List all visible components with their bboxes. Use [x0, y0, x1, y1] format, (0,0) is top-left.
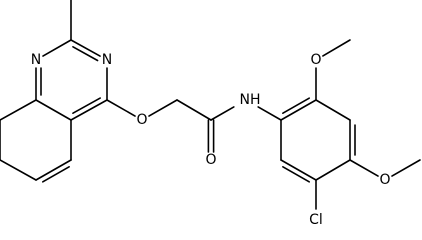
bond-c8-c8a [0, 99, 37, 121]
bond-o4-me4 [391, 159, 421, 177]
atom-label-n1: N [31, 52, 41, 68]
bond-c4a-c8a [35, 99, 72, 121]
bond-c2-n3-inner [72, 45, 99, 62]
bonds-layer [0, 0, 421, 210]
bond-c4-c4a-inner [72, 97, 101, 114]
atom-label-cl: Cl [309, 212, 323, 228]
bond-nh-a1 [257, 106, 282, 121]
atom-label-n3: N [102, 52, 112, 68]
bond-a1-a2 [280, 99, 317, 121]
bond-c6-c7 [0, 159, 37, 181]
atom-labels-layer: N N O O NH O O Cl [31, 52, 391, 228]
bond-cco-nh [210, 106, 235, 121]
bond-a4-o4 [349, 159, 379, 177]
atom-label-o4: O [379, 172, 390, 188]
bond-c2-n3 [70, 39, 101, 57]
atom-label-nh: NH [240, 92, 261, 108]
atom-label-o1: O [136, 112, 147, 128]
bond-c5-c6-inner [42, 166, 70, 183]
bond-a5-a6-inner [282, 166, 310, 183]
bond-a2-a3 [315, 99, 351, 121]
bond-a5-a6 [280, 159, 317, 181]
atom-label-oco: O [205, 152, 216, 168]
bond-ch2-cco [176, 99, 212, 121]
bond-o1-ch2 [148, 99, 178, 117]
bond-c4-c4a [70, 99, 108, 121]
bond-a4-a5 [315, 159, 351, 181]
bond-c4-o1 [106, 99, 136, 117]
atom-label-o2: O [310, 52, 321, 68]
molecule-structure-diagram: N N O O NH O O Cl [0, 0, 421, 228]
bond-n1-c2 [42, 39, 72, 57]
bond-c5-c6 [35, 159, 72, 181]
bond-a1-a2-inner [282, 97, 310, 114]
bond-o2-me2 [322, 39, 351, 57]
